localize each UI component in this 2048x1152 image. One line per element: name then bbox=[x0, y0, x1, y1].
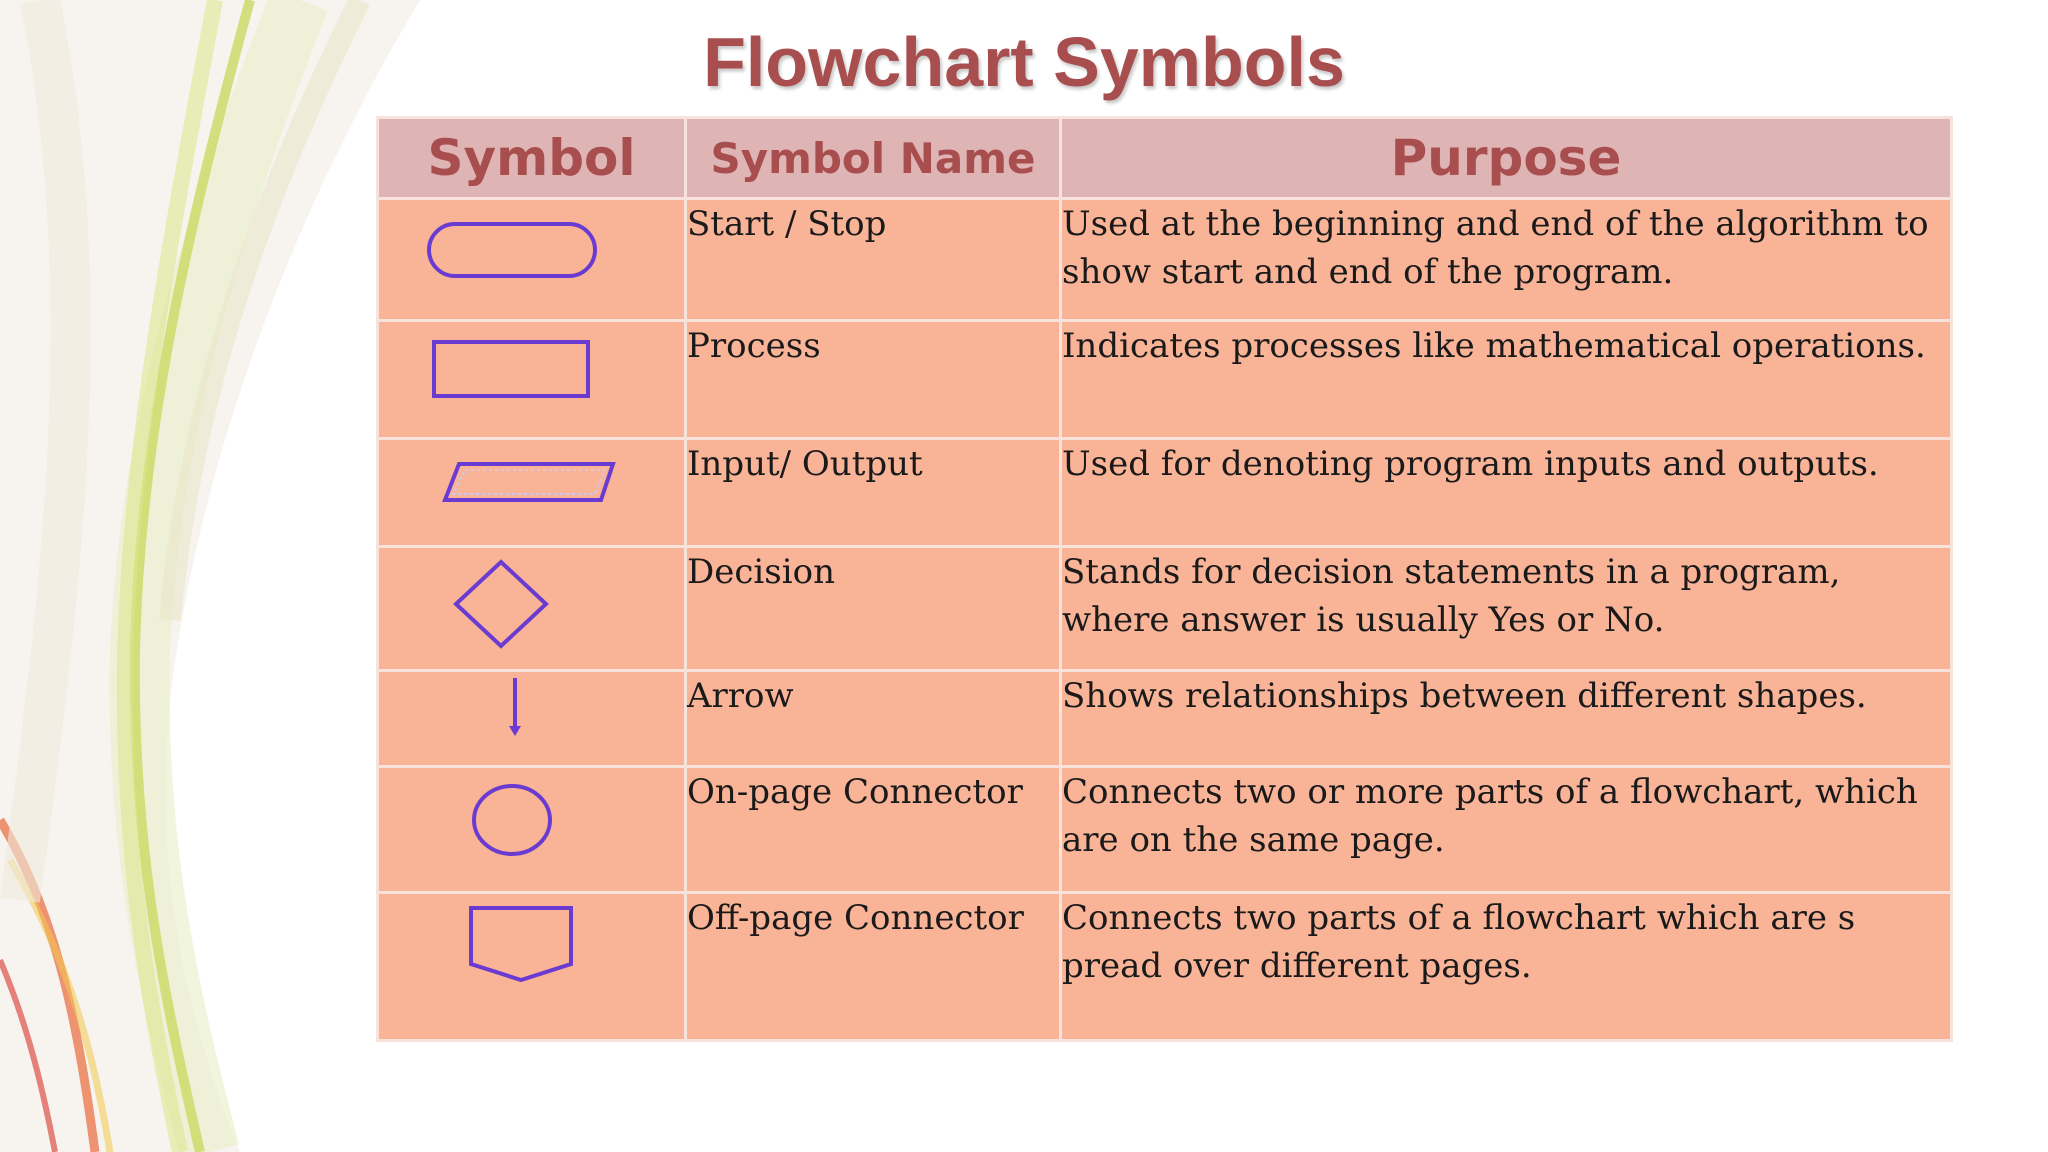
header-symbol: Symbol bbox=[376, 116, 687, 200]
table-header-row: Symbol Symbol Name Purpose bbox=[376, 116, 1953, 200]
header-symbol-name: Symbol Name bbox=[684, 116, 1062, 200]
on-page-connector-circle-icon bbox=[472, 784, 552, 856]
symbol-name: Process bbox=[684, 319, 1062, 440]
symbol-cell bbox=[376, 545, 687, 672]
table-row: On-page Connector Connects two or more p… bbox=[376, 765, 1953, 894]
symbol-cell bbox=[376, 669, 687, 768]
symbol-name: Input/ Output bbox=[684, 437, 1062, 548]
table-row: Input/ Output Used for denoting program … bbox=[376, 437, 1953, 548]
table-row: Decision Stands for decision statements … bbox=[376, 545, 1953, 672]
input-output-parallelogram-icon bbox=[442, 462, 616, 502]
header-purpose: Purpose bbox=[1059, 116, 1953, 200]
symbol-name: Start / Stop bbox=[684, 197, 1062, 322]
symbol-purpose: Indicates processes like mathematical op… bbox=[1059, 319, 1953, 440]
arrow-down-icon bbox=[509, 678, 521, 736]
slide-title: Flowchart Symbols bbox=[703, 23, 1345, 101]
off-page-connector-icon bbox=[469, 906, 573, 983]
symbol-name: Arrow bbox=[684, 669, 1062, 768]
symbol-purpose: Stands for decision statements in a prog… bbox=[1059, 545, 1953, 672]
flowchart-symbols-table: Symbol Symbol Name Purpose Start / Stop … bbox=[376, 116, 1953, 1042]
symbol-cell bbox=[376, 197, 687, 322]
symbol-name: Decision bbox=[684, 545, 1062, 672]
table-row: Process Indicates processes like mathema… bbox=[376, 319, 1953, 440]
symbol-cell bbox=[376, 319, 687, 440]
decision-diamond-icon bbox=[453, 559, 549, 649]
table-row: Start / Stop Used at the beginning and e… bbox=[376, 197, 1953, 322]
process-rectangle-icon bbox=[432, 340, 590, 398]
table-row: Arrow Shows relationships between differ… bbox=[376, 669, 1953, 768]
terminator-icon bbox=[427, 222, 597, 278]
symbol-name: On-page Connector bbox=[684, 765, 1062, 894]
symbol-cell bbox=[376, 891, 687, 1042]
symbol-purpose: Connects two parts of a flowchart which … bbox=[1059, 891, 1953, 1042]
symbol-purpose: Connects two or more parts of a flowchar… bbox=[1059, 765, 1953, 894]
symbol-cell bbox=[376, 765, 687, 894]
symbol-purpose: Used at the beginning and end of the alg… bbox=[1059, 197, 1953, 322]
symbol-name: Off-page Connector bbox=[684, 891, 1062, 1042]
table-row: Off-page Connector Connects two parts of… bbox=[376, 891, 1953, 1042]
symbol-cell bbox=[376, 437, 687, 548]
symbol-purpose: Shows relationships between different sh… bbox=[1059, 669, 1953, 768]
symbol-purpose: Used for denoting program inputs and out… bbox=[1059, 437, 1953, 548]
